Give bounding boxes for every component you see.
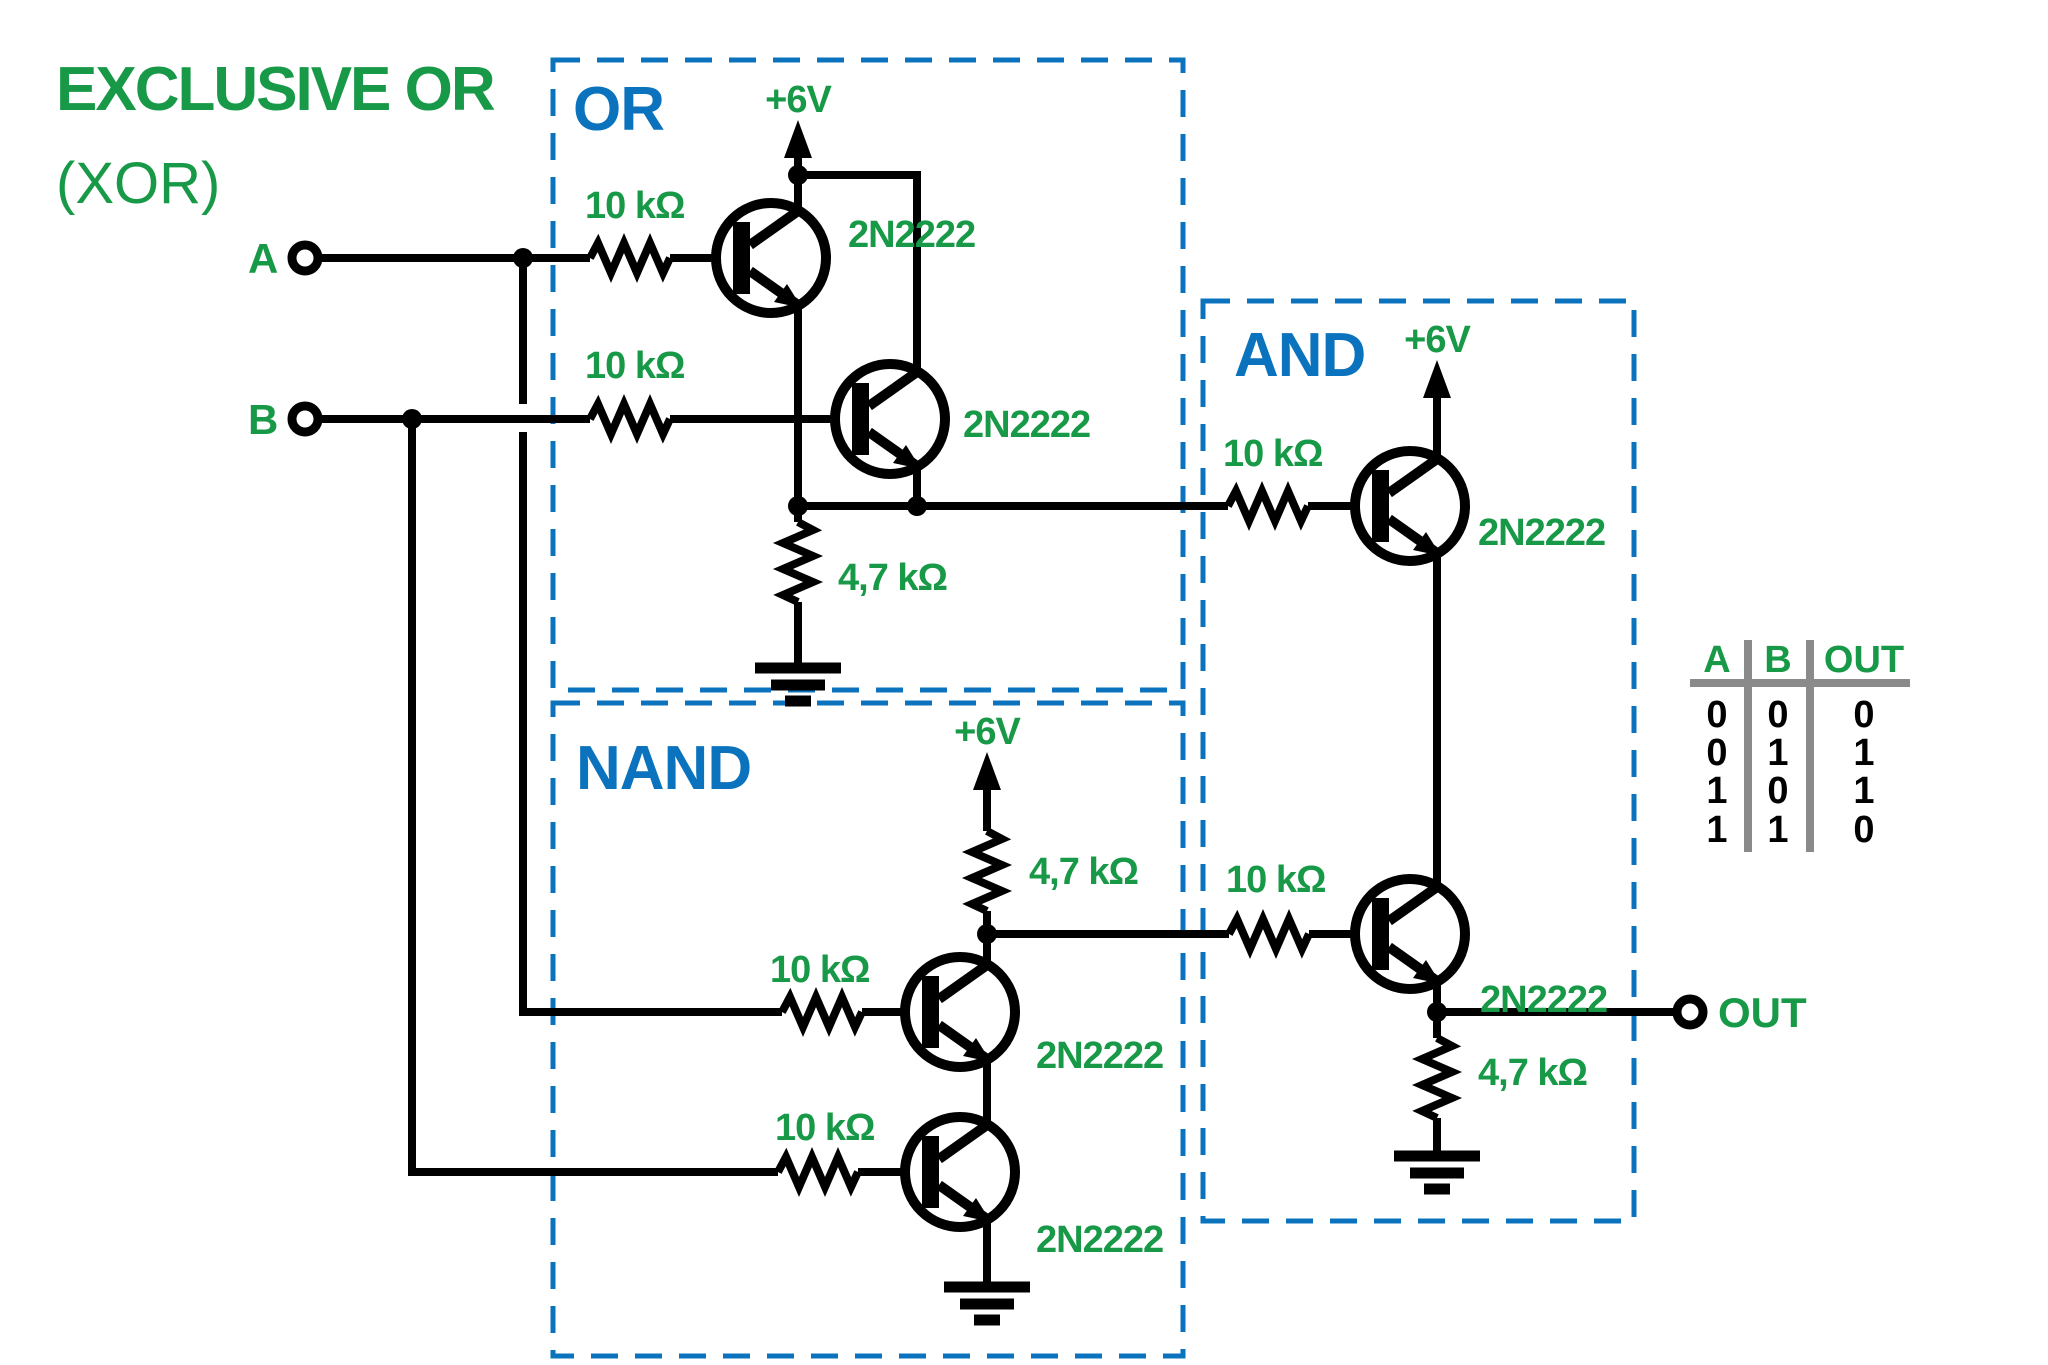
resistor-b-10k bbox=[590, 404, 670, 434]
resistor-nand-4k7-label: 4,7 kΩ bbox=[1029, 851, 1138, 893]
and-gate-label: AND bbox=[1234, 321, 1365, 390]
transistor-or-q2-label: 2N2222 bbox=[963, 404, 1090, 446]
resistor-nand-4k7 bbox=[972, 831, 1002, 911]
tt-cell-r1-b: 1 bbox=[1767, 732, 1788, 774]
tt-cell-r1-a: 0 bbox=[1706, 732, 1727, 774]
truth-table-row: 0 0 0 bbox=[1706, 694, 1874, 736]
output-label: OUT bbox=[1718, 989, 1807, 1036]
tt-cell-r2-out: 1 bbox=[1853, 770, 1874, 812]
wire-a-branch-lower bbox=[519, 432, 782, 1016]
transistor-nand-q2-label: 2N2222 bbox=[1036, 1219, 1163, 1261]
ground-nand-icon bbox=[944, 1287, 1030, 1320]
tt-cell-r3-a: 1 bbox=[1706, 809, 1727, 851]
ground-and-icon bbox=[1394, 1156, 1480, 1189]
resistor-or-4k7 bbox=[783, 522, 813, 602]
supply-label-nand: +6V bbox=[954, 711, 1021, 753]
supply-arrow-nand-icon bbox=[973, 752, 1001, 790]
input-b-label: B bbox=[248, 396, 278, 443]
truth-table-header-a: A bbox=[1703, 639, 1730, 681]
wire-orq2-collector-link bbox=[798, 171, 921, 373]
ground-or-icon bbox=[755, 668, 841, 701]
resistor-nandq1-10k bbox=[782, 997, 862, 1027]
resistor-andq1-10k-label: 10 kΩ bbox=[1223, 433, 1322, 475]
resistor-a-10k-label: 10 kΩ bbox=[585, 185, 684, 227]
transistor-nand-q1 bbox=[905, 957, 1015, 1067]
transistor-or-q1 bbox=[716, 203, 826, 313]
truth-table: A B OUT 0 0 0 0 1 1 1 0 1 1 1 0 bbox=[1690, 639, 1910, 852]
resistor-or-4k7-label: 4,7 kΩ bbox=[838, 557, 947, 599]
resistor-andq2-10k-label: 10 kΩ bbox=[1226, 859, 1325, 901]
transistor-or-q2 bbox=[835, 364, 945, 474]
transistor-nand-q2 bbox=[905, 1117, 1015, 1227]
or-gate-label: OR bbox=[573, 75, 664, 144]
junction-a bbox=[513, 248, 533, 268]
truth-table-row: 1 0 1 bbox=[1706, 770, 1874, 812]
junction-or-supply bbox=[788, 165, 808, 185]
supply-arrow-and-icon bbox=[1423, 360, 1451, 398]
terminal-input-b bbox=[292, 406, 318, 432]
resistor-a-10k bbox=[590, 243, 670, 273]
truth-table-header-b: B bbox=[1764, 639, 1791, 681]
resistor-nandq1-10k-label: 10 kΩ bbox=[770, 949, 869, 991]
supply-label-or: +6V bbox=[765, 79, 832, 121]
tt-cell-r2-b: 0 bbox=[1767, 770, 1788, 812]
input-a-label: A bbox=[248, 235, 278, 282]
page-subtitle: (XOR) bbox=[56, 151, 220, 216]
tt-cell-r3-out: 0 bbox=[1853, 809, 1874, 851]
page-title: EXCLUSIVE OR bbox=[56, 55, 495, 124]
supply-label-and: +6V bbox=[1404, 319, 1471, 361]
transistor-and-q2 bbox=[1355, 879, 1465, 989]
junction-b bbox=[402, 409, 422, 429]
resistor-nandq2-10k bbox=[778, 1157, 858, 1187]
transistor-and-q2-label: 2N2222 bbox=[1480, 979, 1607, 1021]
tt-cell-r3-b: 1 bbox=[1767, 809, 1788, 851]
transistor-or-q1-label: 2N2222 bbox=[848, 214, 975, 256]
supply-arrow-or-icon bbox=[784, 120, 812, 158]
or-gate-box bbox=[550, 57, 1186, 693]
transistor-and-q1-label: 2N2222 bbox=[1478, 512, 1605, 554]
truth-table-row: 0 1 1 bbox=[1706, 732, 1874, 774]
transistor-nand-q1-label: 2N2222 bbox=[1036, 1035, 1163, 1077]
and-gate-box bbox=[1200, 298, 1637, 1224]
resistor-and-4k7 bbox=[1422, 1038, 1452, 1118]
terminal-output bbox=[1677, 999, 1703, 1025]
tt-cell-r0-b: 0 bbox=[1767, 694, 1788, 736]
junction-or-rail-1 bbox=[788, 496, 808, 516]
terminal-input-a bbox=[292, 245, 318, 271]
resistor-nandq2-10k-label: 10 kΩ bbox=[775, 1107, 874, 1149]
tt-cell-r0-a: 0 bbox=[1706, 694, 1727, 736]
truth-table-header-out: OUT bbox=[1824, 639, 1904, 681]
resistor-andq1-10k bbox=[1228, 491, 1308, 521]
tt-cell-r0-out: 0 bbox=[1853, 694, 1874, 736]
truth-table-row: 1 1 0 bbox=[1706, 809, 1874, 851]
resistor-andq2-10k bbox=[1229, 919, 1309, 949]
junction-or-rail-2 bbox=[907, 496, 927, 516]
wire-b-branch bbox=[408, 419, 778, 1176]
nand-gate-label: NAND bbox=[576, 734, 751, 803]
nand-gate-box bbox=[550, 700, 1186, 1359]
resistor-b-10k-label: 10 kΩ bbox=[585, 345, 684, 387]
tt-cell-r1-out: 1 bbox=[1853, 732, 1874, 774]
transistor-and-q1 bbox=[1355, 451, 1465, 561]
junction-nand-output bbox=[977, 924, 997, 944]
junction-and-output bbox=[1427, 1002, 1447, 1022]
resistor-and-4k7-label: 4,7 kΩ bbox=[1478, 1052, 1587, 1094]
tt-cell-r2-a: 1 bbox=[1706, 770, 1727, 812]
